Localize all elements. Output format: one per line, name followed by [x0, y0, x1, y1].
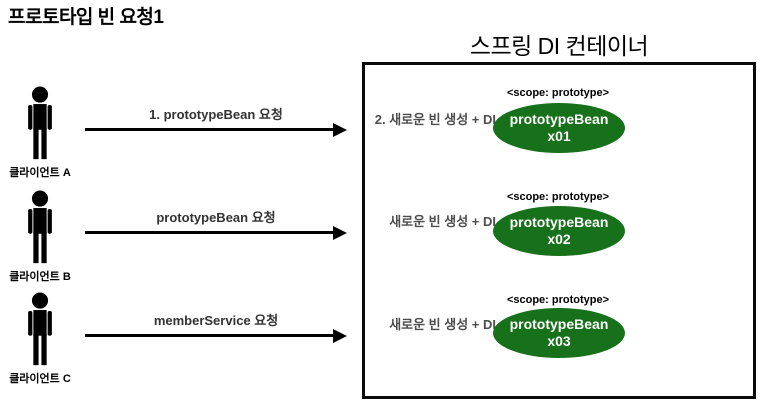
client-label: 클라이언트 B [9, 271, 71, 283]
bean-name: prototypeBean [509, 111, 609, 127]
bean-instance: x02 [547, 231, 571, 247]
person-icon [19, 292, 61, 368]
scope-label: <scope: prototype> [506, 87, 610, 99]
bean-ellipse: prototypeBean x01 [493, 103, 625, 153]
bean-name: prototypeBean [509, 316, 609, 332]
request-arrow-label: memberService 요청 [153, 313, 279, 328]
bean-name: prototypeBean [509, 214, 609, 230]
scope-label: <scope: prototype> [506, 294, 610, 306]
bean-instance: x01 [547, 128, 571, 144]
request-arrow [85, 328, 347, 343]
scope-label: <scope: prototype> [506, 191, 610, 203]
bean-ellipse: prototypeBean x02 [493, 206, 625, 256]
action-label: 새로운 빈 생성 + DI [389, 214, 496, 229]
request-arrow-label: 1. prototypeBean 요청 [149, 107, 283, 122]
di-container-box: <scope: prototype> 2. 새로운 빈 생성 + DI prot… [362, 62, 756, 399]
page-title: 프로토타입 빈 요청1 [8, 7, 164, 28]
request-arrow [85, 122, 347, 137]
container-title: 스프링 DI 컨테이너 [469, 33, 649, 59]
client-a: 클라이언트 A [4, 86, 76, 180]
bean-ellipse: prototypeBean x03 [493, 308, 625, 358]
client-label: 클라이언트 C [9, 373, 71, 385]
person-icon [19, 190, 61, 266]
client-c: 클라이언트 C [4, 292, 76, 386]
request-arrow [85, 225, 347, 240]
action-label: 2. 새로운 빈 생성 + DI [374, 112, 496, 127]
client-label: 클라이언트 A [9, 167, 71, 179]
person-icon [19, 86, 61, 162]
action-label: 새로운 빈 생성 + DI [389, 317, 496, 332]
bean-instance: x03 [547, 333, 571, 349]
request-arrow-label: prototypeBean 요청 [156, 210, 276, 225]
client-b: 클라이언트 B [4, 190, 76, 284]
